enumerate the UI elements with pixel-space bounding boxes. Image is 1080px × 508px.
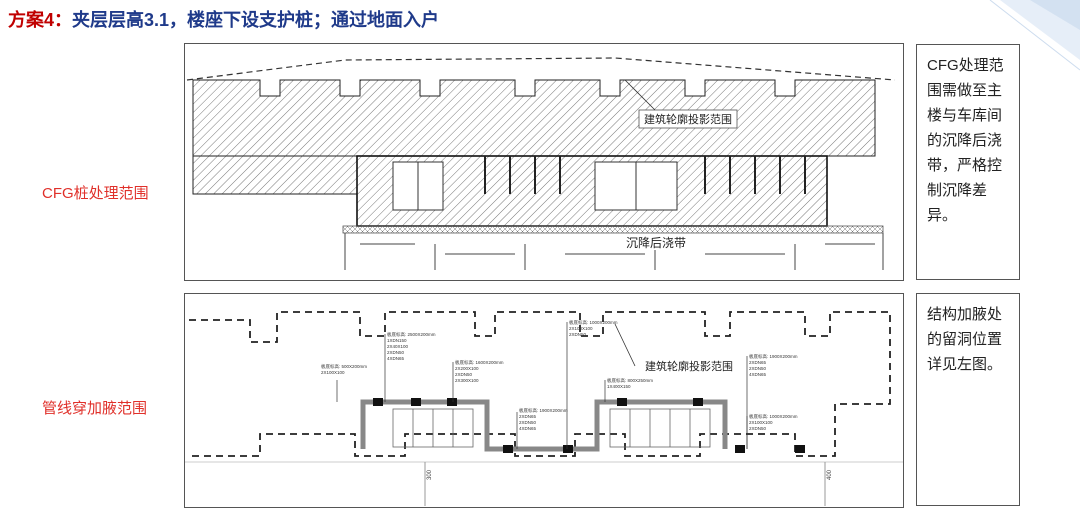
svg-text:4XDN65: 4XDN65 <box>387 356 405 361</box>
svg-text:2XDN50: 2XDN50 <box>749 366 767 371</box>
svg-text:板底标高: 1900X200mm: 板底标高: 1900X200mm <box>519 407 568 414</box>
pipe-tag-5: 板底标高: 1000X200mm 2X100X100 2XDN50 <box>569 319 618 337</box>
pipe-tag-4: 板底标高: 1900X200mm 2XDN65 2XDN50 4XDN65 <box>519 407 568 431</box>
svg-text:4XDN65: 4XDN65 <box>519 426 537 431</box>
svg-text:2XDN50: 2XDN50 <box>569 332 587 337</box>
dim-right: 400 <box>827 469 833 480</box>
outline-projection-label-bottom: 建筑轮廓投影范围 <box>645 359 733 373</box>
svg-text:板底标高: 500X200mm: 板底标高: 500X200mm <box>321 363 367 370</box>
svg-text:2XDN65: 2XDN65 <box>749 360 767 365</box>
svg-text:2XDN50: 2XDN50 <box>519 420 537 425</box>
svg-text:板底标高: 1000X200mm: 板底标高: 1000X200mm <box>749 413 798 420</box>
settlement-strip-label: 沉降后浇带 <box>626 236 686 250</box>
pipe-note-box: 结构加腋处的留洞位置详见左图。 <box>916 293 1020 506</box>
cfg-plan-svg: 建筑轮廓投影范围 沉降后浇带 <box>186 57 896 270</box>
pipe-tag-7: 板底标高: 1900X200mm 2XDN65 2XDN50 4XDN65 <box>749 353 798 377</box>
svg-text:2X100X100: 2X100X100 <box>321 370 345 375</box>
svg-text:2X200X100: 2X200X100 <box>455 366 479 371</box>
svg-text:2X300X100: 2X300X100 <box>455 378 479 383</box>
outline-projection-label-top: 建筑轮廓投影范围 <box>644 112 732 126</box>
svg-text:2X100X100: 2X100X100 <box>749 420 773 425</box>
title-prefix: 方案4： <box>8 10 73 30</box>
svg-text:1X400X150: 1X400X150 <box>607 384 631 389</box>
cfg-note-box: CFG处理范围需做至主楼与车库间的沉降后浇带，严格控制沉降差异。 <box>916 44 1020 280</box>
pipe-note-text: 结构加腋处的留洞位置详见左图。 <box>927 306 1003 373</box>
building-footprint-upper <box>192 79 876 157</box>
pipe-tag-6: 板底标高: 800X250mm 1X400X150 <box>607 377 653 389</box>
svg-text:板底标高: 1900X200mm: 板底标高: 1900X200mm <box>749 353 798 360</box>
pipe-tag-8: 板底标高: 1000X200mm 2X100X100 2XDN50 <box>749 413 798 431</box>
pipe-penetration-drawing: 300 400 建筑轮廓投影范围 板底标高: 500X200mm 2X100X1… <box>184 293 904 508</box>
pipe-range-label: 管线穿加腋范围 <box>42 400 148 417</box>
cfg-range-label: CFG桩处理范围 <box>42 185 149 202</box>
svg-text:2X100X100: 2X100X100 <box>569 326 593 331</box>
dim-left: 300 <box>427 469 433 480</box>
svg-text:板底标高: 800X250mm: 板底标高: 800X250mm <box>607 377 653 384</box>
svg-text:2XDN50: 2XDN50 <box>387 350 405 355</box>
building-outline-dashed <box>189 311 891 457</box>
svg-text:板底标高: 2500X200mm: 板底标高: 2500X200mm <box>387 331 436 338</box>
svg-text:板底标高: 1000X200mm: 板底标高: 1000X200mm <box>569 319 618 326</box>
cfg-plan-drawing: 建筑轮廓投影范围 沉降后浇带 <box>184 43 904 281</box>
svg-text:2XDN65: 2XDN65 <box>519 414 537 419</box>
corner-decoration <box>989 0 1080 71</box>
cfg-note-text: CFG处理范围需做至主楼与车库间的沉降后浇带，严格控制沉降差异。 <box>927 57 1004 224</box>
title-main: 夹层层高3.1，楼座下设支护桩；通过地面入户 <box>72 10 440 30</box>
svg-text:1XDN150: 1XDN150 <box>387 338 407 343</box>
pipe-tag-3: 板底标高: 1600X200mm 2X200X100 2XDN50 2X300X… <box>455 359 504 383</box>
pipe-plan-svg: 300 400 建筑轮廓投影范围 板底标高: 500X200mm 2X100X1… <box>185 311 903 506</box>
svg-text:2X40X100: 2X40X100 <box>387 344 409 349</box>
pipe-tag-1: 板底标高: 500X200mm 2X100X100 <box>321 363 367 375</box>
pipe-tag-2: 板底标高: 2500X200mm 1XDN150 2X40X100 2XDN50… <box>387 331 436 361</box>
svg-text:2XDN50: 2XDN50 <box>749 426 767 431</box>
svg-text:板底标高: 1600X200mm: 板底标高: 1600X200mm <box>455 359 504 366</box>
svg-text:2XDN50: 2XDN50 <box>455 372 473 377</box>
page-title: 方案4：夹层层高3.1，楼座下设支护桩；通过地面入户 <box>8 6 439 32</box>
svg-text:4XDN65: 4XDN65 <box>749 372 767 377</box>
